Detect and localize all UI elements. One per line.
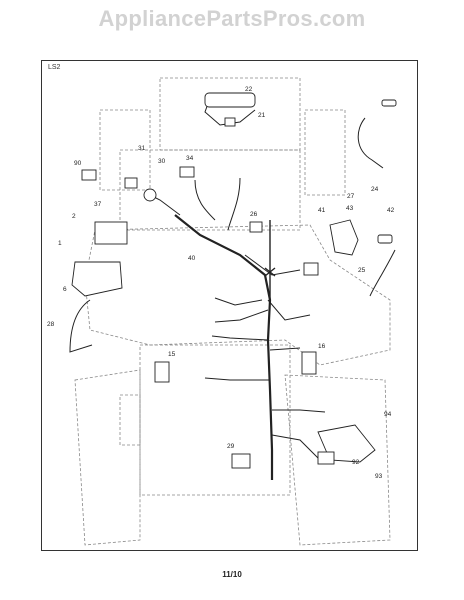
part-90	[81, 169, 97, 181]
callout-22: 22	[245, 86, 253, 93]
battery-tray-6	[71, 261, 123, 297]
callout-6: 6	[63, 286, 67, 293]
callout-1: 1	[58, 240, 62, 247]
part-92	[317, 451, 335, 465]
part-16	[301, 351, 317, 375]
callout-41: 41	[318, 207, 326, 214]
callout-27: 27	[347, 193, 355, 200]
callout-16: 16	[318, 343, 326, 350]
callout-29: 29	[227, 443, 235, 450]
switch-29	[231, 453, 251, 469]
switch-34	[179, 166, 195, 178]
callout-30: 30	[158, 158, 166, 165]
components	[71, 92, 397, 469]
wire-harness	[69, 97, 396, 480]
callout-34: 34	[186, 155, 194, 162]
battery-1	[94, 221, 128, 245]
page-number: 11/10	[222, 570, 242, 579]
part-42	[377, 234, 393, 244]
callout-2: 2	[72, 213, 76, 220]
bracket-43	[329, 219, 359, 256]
callout-28: 28	[47, 321, 55, 328]
callout-43: 43	[346, 205, 354, 212]
watermark: AppliancePartsPros.com	[98, 6, 366, 31]
callouts: 22 21 24 90 31 30 34 37 2 1 6 26 27 43 4…	[47, 86, 395, 480]
callout-26: 26	[250, 211, 258, 218]
callout-25: 25	[358, 267, 366, 274]
callout-42: 42	[387, 207, 395, 214]
solenoid-30	[143, 188, 157, 202]
switch-31	[124, 177, 138, 189]
sheet-code: LS2	[48, 64, 61, 71]
callout-37-left: 37	[94, 201, 102, 208]
diagram-frame	[41, 60, 418, 551]
ignition-switch-lead-24	[381, 99, 397, 107]
connector-21	[224, 117, 236, 127]
connector-25	[303, 262, 319, 276]
hood-harness-22	[204, 92, 256, 108]
callout-94: 94	[384, 411, 392, 418]
callout-31: 31	[138, 145, 146, 152]
cross-mark	[264, 267, 276, 277]
callout-24: 24	[371, 186, 379, 193]
callout-15: 15	[168, 351, 176, 358]
callout-93: 93	[375, 473, 383, 480]
callout-92: 92	[352, 459, 360, 466]
callout-21: 21	[258, 112, 266, 119]
relay-26	[249, 221, 263, 233]
part-15	[154, 361, 170, 383]
mower-outline	[74, 77, 391, 546]
callout-90: 90	[74, 160, 82, 167]
callout-40: 40	[188, 255, 196, 262]
